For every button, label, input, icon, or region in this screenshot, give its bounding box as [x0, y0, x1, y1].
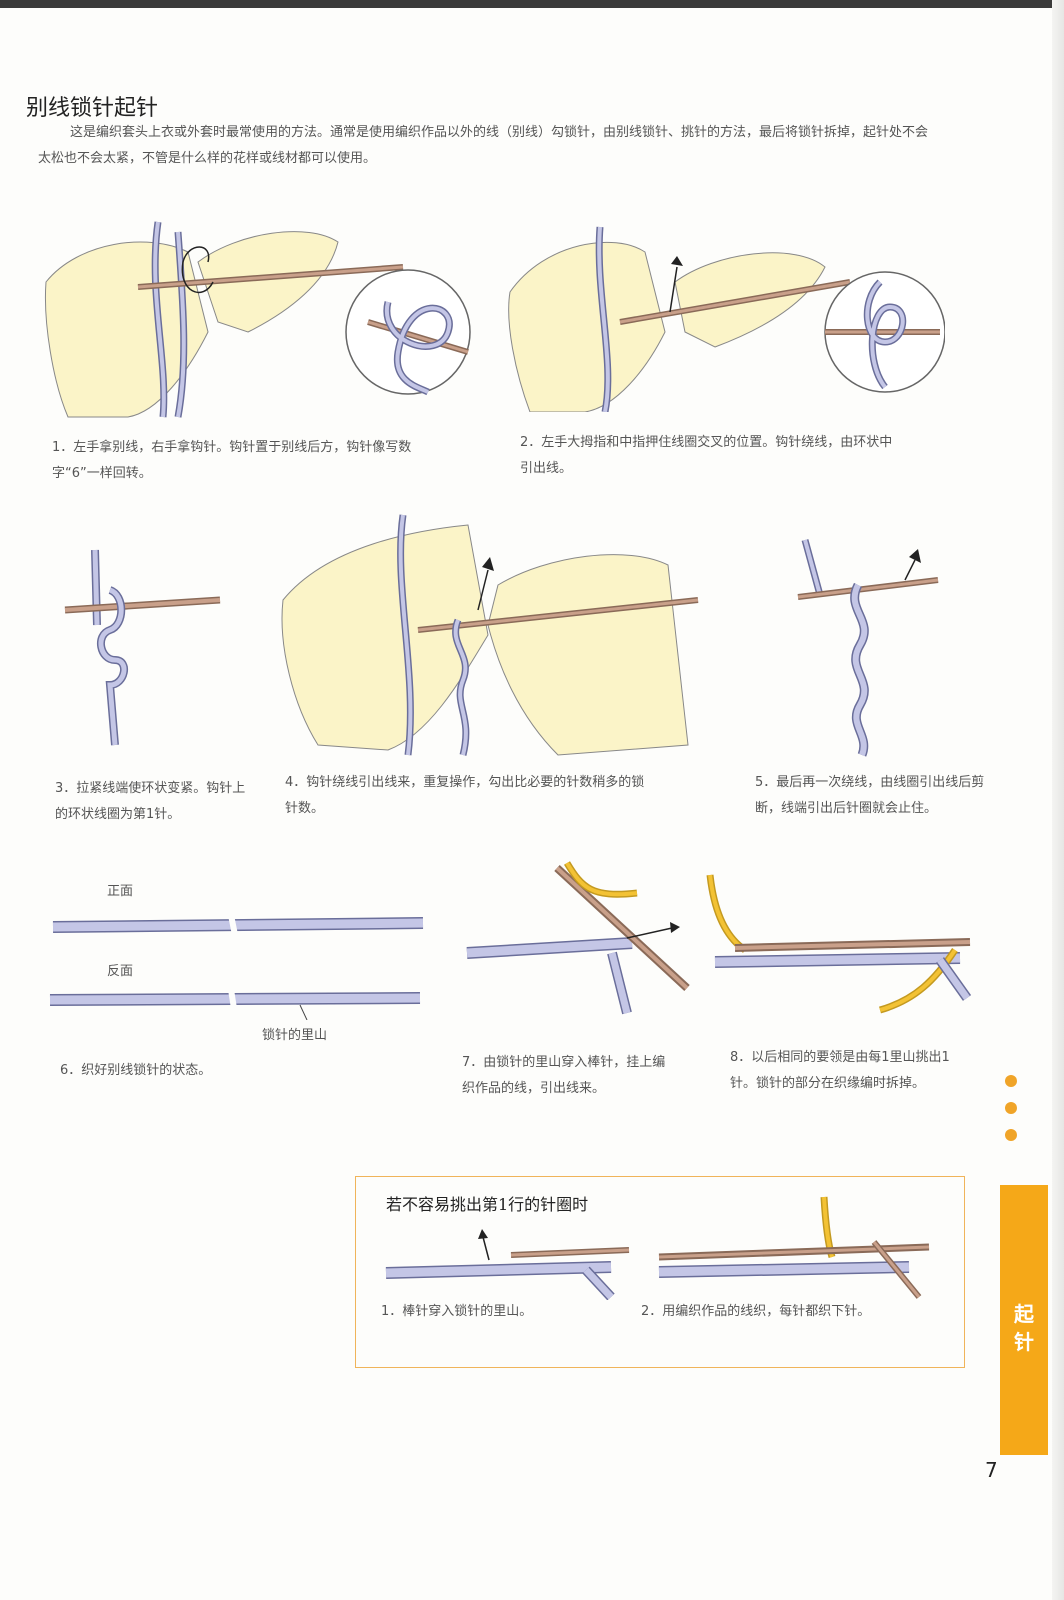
step2-illustration [508, 226, 945, 412]
top-border [0, 0, 1064, 8]
step7-caption: 7．由锁针的里山穿入棒针，挂上编织作品的线，引出线来。 [462, 1055, 666, 1096]
tip-step2-caption: 2．用编织作品的线织，每针都织下针。 [641, 1304, 871, 1319]
tip-box: 若不容易挑出第1行的针圈时 1．棒针穿入锁针的里山。 2．用编织作品的线织，每针… [355, 1176, 965, 1368]
step7-illustration [466, 861, 690, 1015]
step8-illustration [706, 874, 972, 1014]
page-edge-shadow [1052, 0, 1064, 1600]
section-side-tab [1000, 1185, 1048, 1455]
decorative-dot [1005, 1129, 1017, 1141]
step6-caption: 6．织好别线锁针的状态。 [60, 1063, 212, 1078]
back-bump-label: 锁针的里山 [262, 1028, 328, 1043]
front-label: 正面 [107, 884, 134, 899]
tip-title: 若不容易挑出第1行的针圈时 [386, 1195, 589, 1214]
chain-front-illustration [52, 909, 424, 941]
chain-back-illustration [49, 982, 421, 1020]
back-label: 反面 [107, 964, 134, 979]
tip-step1-illustration [385, 1229, 630, 1300]
section-side-tab-label: 起针 [1014, 1302, 1034, 1354]
step5-caption: 5．最后再一次绕线，由线圈引出线后剪断，线端引出后针圈就会止住。 [755, 775, 985, 816]
step4-illustration [281, 514, 699, 756]
step8-caption: 8．以后相同的要领是由每1里山挑出1针。锁针的部分在织缘编时拆掉。 [730, 1050, 950, 1091]
step3-caption: 3．拉紧线端使环状变紧。钩针上的环状线圈为第1针。 [55, 781, 246, 822]
tip-step1-caption: 1．棒针穿入锁针的里山。 [381, 1304, 533, 1319]
intro-paragraph: 这是编织套头上衣或外套时最常使用的方法。通常是使用编织作品以外的线（别线）勾锁针… [38, 125, 929, 166]
page-title: 别线锁针起针 [26, 96, 159, 121]
step4-caption: 4．钩针绕线引出线来，重复操作，勾出比必要的针数稍多的锁针数。 [285, 775, 645, 816]
page-number: 7 [985, 1458, 998, 1482]
decorative-dot [1005, 1102, 1017, 1114]
tip-step2-illustration [658, 1196, 930, 1299]
decorative-dot [1005, 1075, 1017, 1087]
step2-caption: 2．左手大拇指和中指押住线圈交叉的位置。钩针绕线，由环状中引出线。 [520, 435, 893, 476]
step1-caption: 1．左手拿别线，右手拿钩针。钩针置于别线后方，钩针像写数字“6”一样回转。 [52, 440, 412, 481]
step3-illustration [64, 549, 221, 746]
step5-illustration [797, 539, 939, 757]
step1-illustration [45, 221, 471, 418]
